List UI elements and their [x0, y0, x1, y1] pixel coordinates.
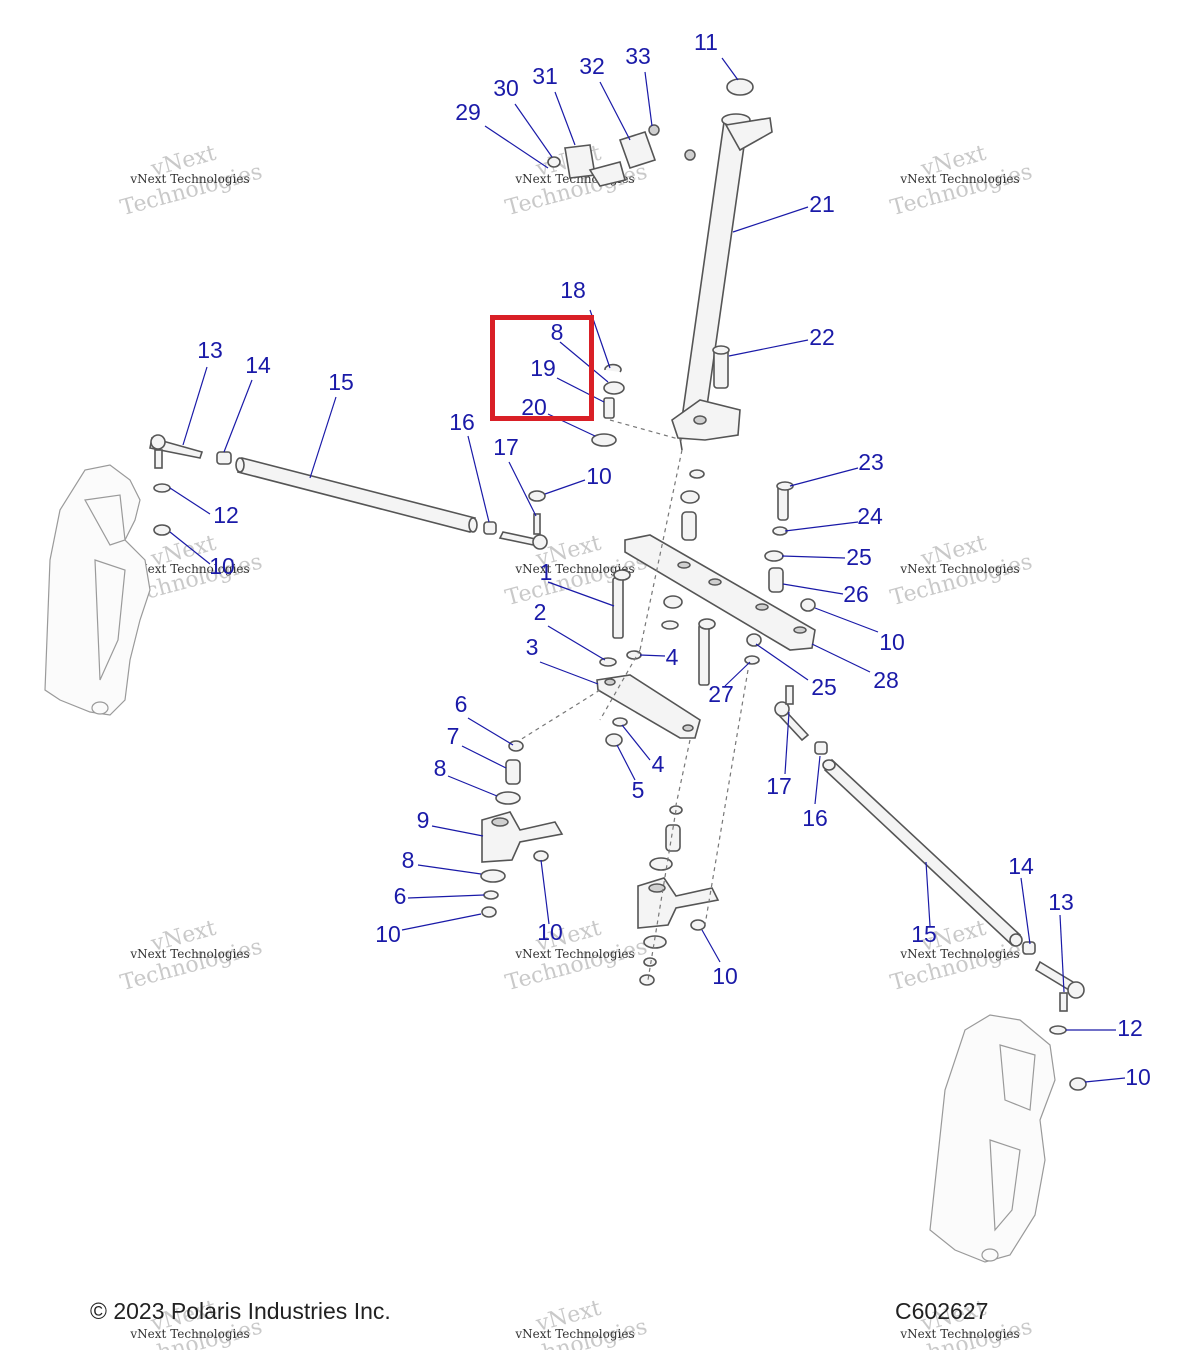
- svg-text:vNext Technologies: vNext Technologies: [899, 1327, 1019, 1341]
- callout-10: 10: [375, 921, 401, 947]
- callout-10: 10: [586, 463, 612, 489]
- column-clamp: [547, 124, 696, 187]
- callout-10: 10: [1125, 1064, 1151, 1090]
- leader-lines: [169, 57, 1126, 1083]
- callout-19: 19: [530, 355, 556, 381]
- right-spindle: [929, 1014, 1056, 1263]
- callout-8: 8: [434, 755, 447, 781]
- callout-31: 31: [532, 63, 558, 89]
- callout-13: 13: [1048, 889, 1074, 915]
- callout-13: 13: [197, 337, 223, 363]
- callout-15: 15: [911, 921, 937, 947]
- relay-rod: [624, 534, 816, 651]
- svg-text:vNext Technologies: vNext Technologies: [129, 1327, 249, 1341]
- assembly-lines: [519, 419, 749, 981]
- highlighted-hardware: [591, 363, 625, 447]
- callout-16: 16: [802, 805, 828, 831]
- callout-4: 4: [652, 751, 665, 777]
- callout-5: 5: [632, 777, 645, 803]
- svg-text:vNext Technologies: vNext Technologies: [129, 947, 249, 961]
- highlight-box: [490, 315, 594, 421]
- callout-33: 33: [625, 43, 651, 69]
- svg-text:vNext Technologies: vNext Technologies: [514, 562, 634, 576]
- callout-17: 17: [493, 434, 519, 460]
- callout-10: 10: [537, 919, 563, 945]
- callout-26: 26: [843, 581, 869, 607]
- copyright-text: © 2023 Polaris Industries Inc.: [90, 1298, 391, 1324]
- svg-text:vNext Technologies: vNext Technologies: [514, 947, 634, 961]
- svg-text:vNext Technologies: vNext Technologies: [899, 172, 1019, 186]
- svg-text:vNext Technologies: vNext Technologies: [129, 172, 249, 186]
- callout-25: 25: [846, 544, 872, 570]
- left-mount: [480, 740, 564, 918]
- callout-28: 28: [873, 667, 899, 693]
- svg-text:vNext Technologies: vNext Technologies: [514, 1327, 634, 1341]
- callout-16: 16: [449, 409, 475, 435]
- right-tie-rod: [774, 685, 1087, 1091]
- callout-10: 10: [209, 553, 235, 579]
- column-bushings: [661, 469, 816, 630]
- callout-30: 30: [493, 75, 519, 101]
- callout-32: 32: [579, 53, 605, 79]
- callout-24: 24: [857, 503, 883, 529]
- callout-23: 23: [858, 449, 884, 475]
- callout-10: 10: [879, 629, 905, 655]
- svg-text:vNext Technologies: vNext Technologies: [899, 947, 1019, 961]
- steering-column: [671, 78, 773, 451]
- callout-2: 2: [534, 599, 547, 625]
- callout-27: 27: [708, 681, 734, 707]
- left-spindle: [44, 464, 151, 716]
- callout-29: 29: [455, 99, 481, 125]
- callout-labels: 1133323130292118819202213141516171012102…: [197, 29, 1151, 1090]
- callout-12: 12: [213, 502, 239, 528]
- column-bolt: [712, 345, 730, 389]
- callout-25: 25: [811, 674, 837, 700]
- diagram-code: C602627: [895, 1298, 989, 1324]
- callout-21: 21: [809, 191, 835, 217]
- callout-10: 10: [712, 963, 738, 989]
- callout-8: 8: [402, 847, 415, 873]
- callout-15: 15: [328, 369, 354, 395]
- right-mount: [637, 805, 720, 986]
- callout-14: 14: [245, 352, 271, 378]
- callout-14: 14: [1008, 853, 1034, 879]
- left-tie-rod: [149, 434, 548, 550]
- callout-9: 9: [417, 807, 430, 833]
- callout-22: 22: [809, 324, 835, 350]
- callout-7: 7: [447, 723, 460, 749]
- idler-arm: [596, 674, 701, 747]
- callout-6: 6: [455, 691, 468, 717]
- callout-6: 6: [394, 883, 407, 909]
- callout-11: 11: [694, 29, 718, 55]
- callout-8: 8: [551, 319, 564, 345]
- callout-12: 12: [1117, 1015, 1143, 1041]
- svg-text:vNext Technologies: vNext Technologies: [899, 562, 1019, 576]
- callout-18: 18: [560, 277, 586, 303]
- svg-text:vNext Technologies: vNext Technologies: [129, 562, 249, 576]
- callout-3: 3: [526, 634, 539, 660]
- callout-20: 20: [521, 394, 547, 420]
- callout-4: 4: [666, 644, 679, 670]
- callout-17: 17: [766, 773, 792, 799]
- callout-1: 1: [540, 559, 553, 585]
